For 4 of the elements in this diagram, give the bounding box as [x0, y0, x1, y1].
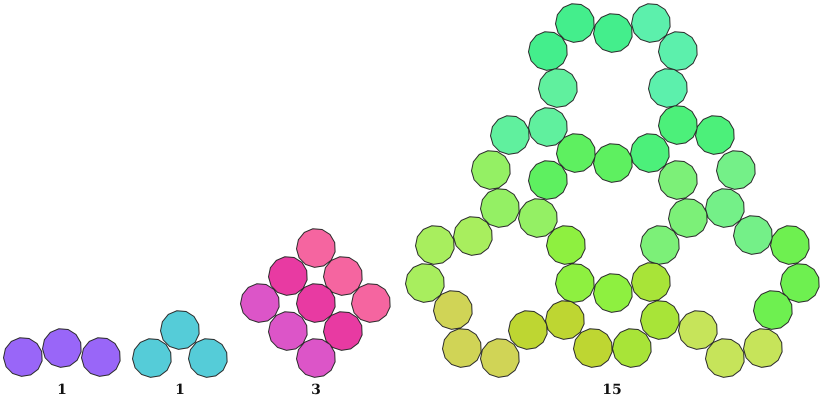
count-label: 1	[57, 382, 67, 398]
count-label: 3	[311, 382, 321, 398]
count-label: 15	[602, 382, 622, 398]
count-label: 1	[175, 382, 185, 398]
